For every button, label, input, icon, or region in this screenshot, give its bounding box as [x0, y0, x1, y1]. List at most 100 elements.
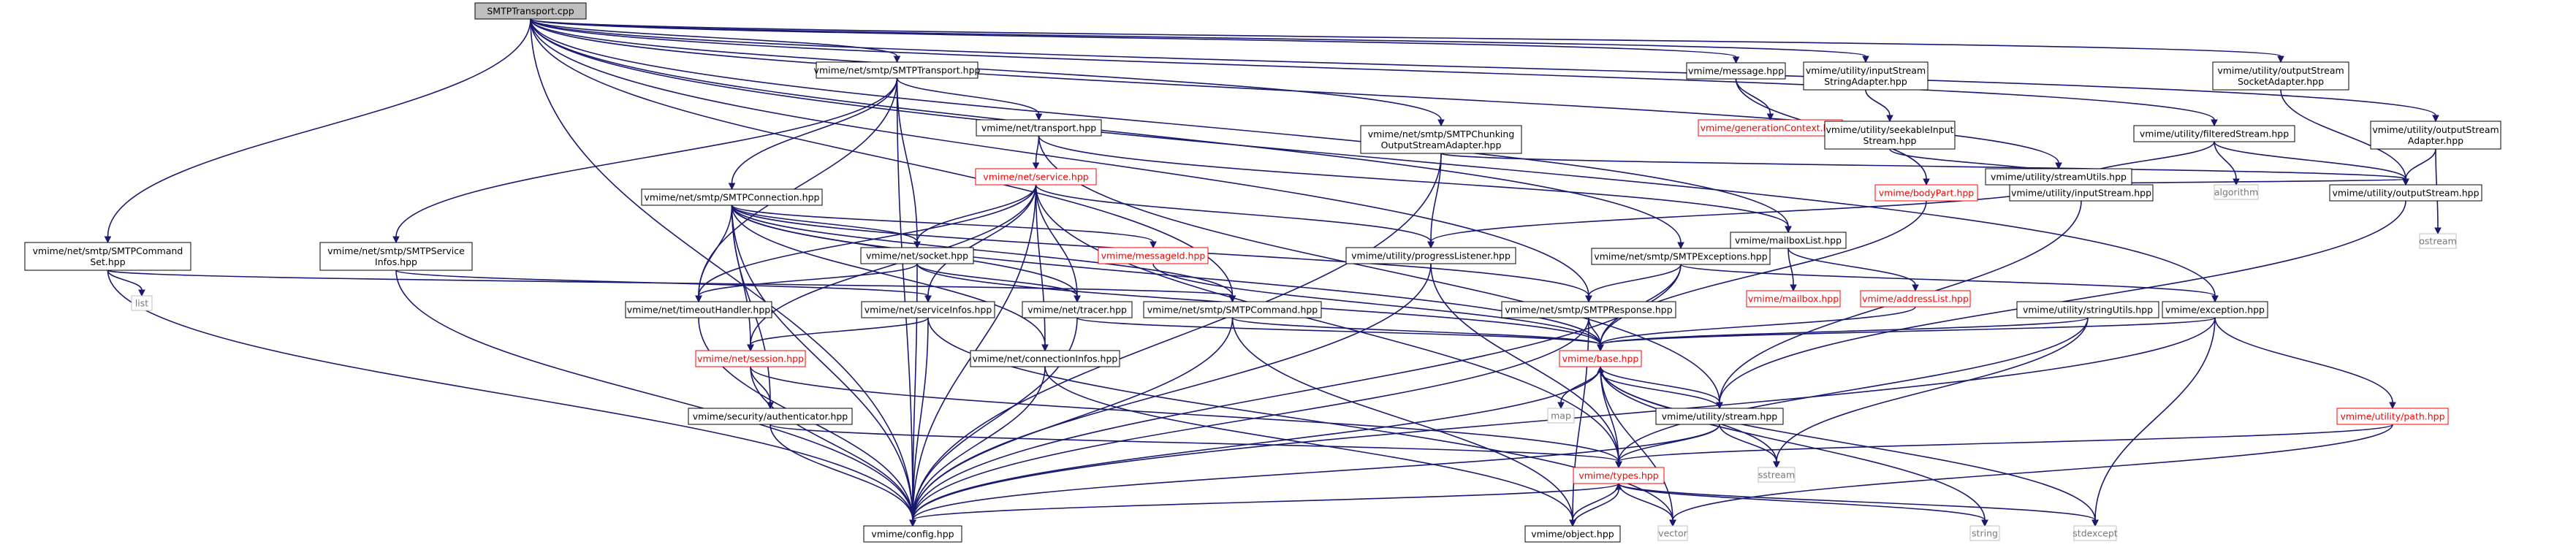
node-label: algorithm	[2214, 187, 2258, 198]
edge-arrowhead	[1035, 113, 1043, 121]
dependency-edge	[1588, 264, 1682, 297]
edge-arrowhead	[138, 289, 145, 297]
node-smtp-transport-hpp[interactable]: vmime/net/smtp/SMTPTransport.hpp	[814, 61, 981, 79]
node-path-hpp[interactable]: vmime/utility/path.hpp	[2336, 408, 2449, 425]
node-object-hpp[interactable]: vmime/object.hpp	[1524, 525, 1621, 543]
dependency-edge	[1560, 366, 1601, 403]
node-smtptransport-cpp[interactable]: SMTPTransport.cpp	[474, 2, 587, 20]
edge-arrowhead	[2389, 402, 2396, 410]
dependency-edge	[731, 205, 918, 242]
node-inputstream-hpp[interactable]: vmime/utility/inputStream.hpp	[2009, 184, 2154, 202]
node-stream-hpp[interactable]: vmime/utility/stream.hpp	[1655, 408, 1784, 425]
edge-arrowhead	[1886, 115, 1893, 123]
node-label: vmime/security/authenticator.hpp	[693, 411, 848, 422]
node-box	[2073, 525, 2117, 541]
node-messageid-hpp[interactable]: vmime/messageId.hpp	[1098, 247, 1209, 264]
node-connectioninfos-hpp[interactable]: vmime/net/connectionInfos.hpp	[970, 350, 1120, 367]
dependency-edge	[1152, 263, 1601, 345]
dependency-edge	[1618, 483, 1673, 521]
edge-arrowhead	[1615, 461, 1622, 469]
node-filteredstream-hpp[interactable]: vmime/utility/filteredStream.hpp	[2133, 125, 2295, 142]
node-smtp-chunking-hpp[interactable]: vmime/net/smtp/SMTPChunkingOutputStreamA…	[1360, 125, 1522, 154]
node-config-hpp[interactable]: vmime/config.hpp	[863, 525, 962, 543]
node-label: vmime/utility/outputStream	[2217, 65, 2344, 76]
node-box	[1591, 248, 1771, 265]
node-box	[24, 242, 191, 271]
node-outputstreamsocketadapter-hpp[interactable]: vmime/utility/outputStreamSocketAdapter.…	[2212, 61, 2349, 91]
node-mailbox-hpp[interactable]: vmime/mailbox.hpp	[1746, 290, 1841, 308]
dependency-edge	[731, 205, 1601, 345]
dependency-edge	[1618, 483, 2096, 521]
node-label: vmime/messageId.hpp	[1101, 251, 1206, 261]
node-base-hpp[interactable]: vmime/base.hpp	[1559, 350, 1642, 367]
dependency-edge	[1600, 366, 1673, 521]
node-label: vmime/utility/outputStream	[2372, 124, 2499, 135]
dependency-edge	[731, 77, 898, 184]
node-label: vmime/net/socket.hpp	[866, 251, 968, 261]
node-net-transport-hpp[interactable]: vmime/net/transport.hpp	[976, 119, 1102, 137]
dependency-edge	[1231, 317, 1573, 521]
dependency-edge	[896, 77, 1040, 115]
node-label: vmime/net/timeoutHandler.hpp	[627, 305, 770, 316]
node-addresslist-hpp[interactable]: vmime/addressList.hpp	[1860, 290, 1971, 308]
dependency-edge	[1787, 248, 1916, 286]
node-net-socket-hpp[interactable]: vmime/net/socket.hpp	[860, 247, 974, 264]
dependency-edge	[731, 205, 913, 521]
node-authenticator-hpp[interactable]: vmime/security/authenticator.hpp	[688, 408, 853, 425]
node-label: vmime/utility/outputStream.hpp	[2332, 188, 2479, 199]
node-exception-hpp[interactable]: vmime/exception.hpp	[2162, 301, 2268, 318]
node-net-service-hpp[interactable]: vmime/net/service.hpp	[975, 168, 1097, 186]
edge-arrowhead	[2233, 178, 2240, 186]
node-smtp-connection-hpp[interactable]: vmime/net/smtp/SMTPConnection.hpp	[641, 188, 823, 206]
dependency-edge	[1618, 424, 2393, 462]
node-label: StringAdapter.hpp	[1824, 76, 1907, 87]
node-label: vmime/types.hpp	[1578, 470, 1658, 481]
dependency-edge	[916, 263, 1078, 297]
dependency-edge	[530, 18, 2059, 164]
node-mailboxlist-hpp[interactable]: vmime/mailboxList.hpp	[1730, 232, 1847, 249]
node-session-hpp[interactable]: vmime/net/session.hpp	[695, 350, 806, 367]
node-progresslistener-hpp[interactable]: vmime/utility/progressListener.hpp	[1345, 247, 1516, 264]
dependency-edge	[530, 18, 2216, 297]
dependency-edge	[1035, 184, 1078, 297]
node-map: map	[1547, 408, 1575, 424]
node-stdexcept: stdexcept	[2072, 525, 2118, 541]
dependency-edge	[912, 483, 1619, 521]
edge-arrowhead	[1437, 119, 1445, 127]
node-tracer-hpp[interactable]: vmime/net/tracer.hpp	[1022, 301, 1133, 318]
node-smtp-response-hpp[interactable]: vmime/net/smtp/SMTPResponse.hpp	[1501, 301, 1676, 318]
node-types-hpp[interactable]: vmime/types.hpp	[1573, 467, 1665, 484]
dependency-edge	[1044, 366, 1573, 521]
node-label: vmime/utility/stream.hpp	[1662, 411, 1778, 422]
edge-arrowhead	[767, 402, 774, 410]
dependency-edge	[1787, 248, 1794, 286]
edge-arrowhead	[1923, 178, 1930, 186]
node-box	[1022, 301, 1133, 318]
node-box	[2009, 184, 2154, 202]
node-message-hpp[interactable]: vmime/message.hpp	[1686, 62, 1786, 80]
dependency-edge	[1600, 366, 1986, 521]
node-timeouthandler-hpp[interactable]: vmime/net/timeoutHandler.hpp	[625, 301, 772, 318]
node-smtp-exceptions-hpp[interactable]: vmime/net/smtp/SMTPExceptions.hpp	[1591, 248, 1771, 265]
edge-arrowhead	[728, 183, 736, 191]
node-inputstreamstringadapter-hpp[interactable]: vmime/utility/inputStreamStringAdapter.h…	[1803, 61, 1929, 91]
node-stringutils-hpp[interactable]: vmime/utility/stringUtils.hpp	[2016, 301, 2159, 318]
dependency-edge	[530, 18, 1442, 121]
node-streamutils-hpp[interactable]: vmime/utility/streamUtils.hpp	[1985, 168, 2132, 186]
node-label: vmime/utility/streamUtils.hpp	[1991, 172, 2127, 183]
node-label: vmime/config.hpp	[871, 529, 954, 540]
node-box	[1524, 525, 1621, 543]
node-serviceinfos-hpp[interactable]: vmime/net/serviceInfos.hpp	[861, 301, 995, 318]
node-outputstream-hpp[interactable]: vmime/utility/outputStream.hpp	[2329, 184, 2482, 202]
node-generationcontext-hpp[interactable]: vmime/generationContext.hpp	[1698, 119, 1843, 137]
node-smtp-command-hpp[interactable]: vmime/net/smtp/SMTPCommand.hpp	[1143, 301, 1322, 318]
node-string: string	[1969, 525, 2000, 541]
node-bodypart-hpp[interactable]: vmime/bodyPart.hpp	[1874, 184, 1978, 202]
dependency-edge	[1231, 317, 1601, 345]
node-label: vmime/net/service.hpp	[983, 172, 1088, 183]
dependency-edge	[750, 366, 913, 521]
